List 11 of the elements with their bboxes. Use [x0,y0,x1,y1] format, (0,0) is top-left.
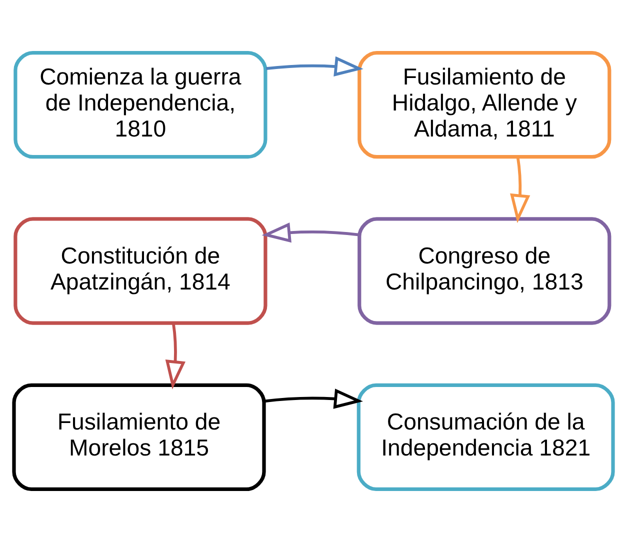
arrow [510,156,530,223]
arrow [165,322,186,389]
node-box: Consumación de la Independencia 1821 [356,382,615,491]
node-box: Fusilamiento de Hidalgo, Allende y Aldama, 1811 [358,50,612,158]
node-box: Comienza la guerra de Independencia, 1810 [14,50,268,158]
node-box: Constitución de Apatzingán, 1814 [14,216,268,324]
node-box: Congreso de Chilpancingo, 1813 [358,216,612,324]
arrow [262,222,360,242]
arrow [266,56,364,76]
node-box: Fusilamiento de Morelos 1815 [12,382,266,491]
arrow [264,388,363,408]
